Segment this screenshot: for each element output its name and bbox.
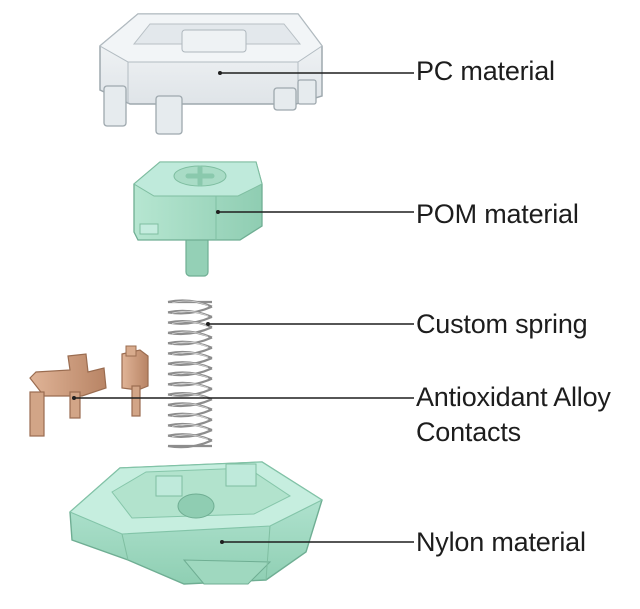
label-contacts-line1: Antioxidant Alloy: [416, 382, 611, 412]
leader-dots: [72, 71, 224, 544]
leader-lines: [74, 72, 414, 543]
stem-illustration: [133, 161, 263, 277]
label-contacts-line2: Contacts: [416, 417, 521, 447]
label-custom-spring: Custom spring: [416, 309, 588, 339]
bottom-housing-illustration: [68, 461, 324, 585]
top-housing-illustration: [99, 13, 323, 135]
spring-illustration: [167, 299, 213, 449]
label-pom-material: POM material: [416, 199, 579, 229]
label-pc-material: PC material: [416, 56, 555, 86]
contacts-illustration: [29, 345, 149, 437]
label-nylon-material: Nylon material: [416, 527, 586, 557]
